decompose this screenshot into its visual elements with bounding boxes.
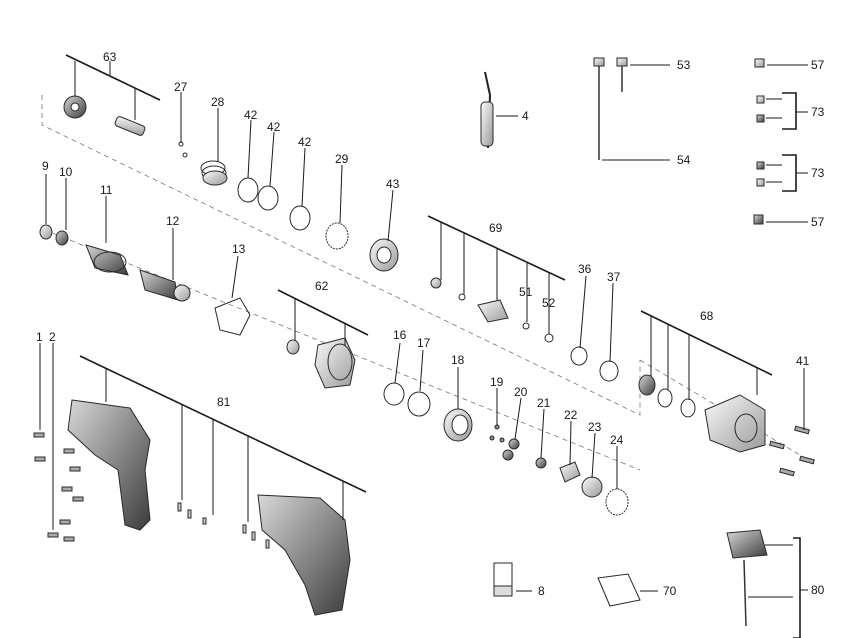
bracket-80 bbox=[748, 537, 808, 638]
part-4-cable bbox=[480, 71, 494, 149]
part-9-10-bearings bbox=[39, 224, 69, 246]
label-51: 51 bbox=[519, 285, 533, 299]
bracket-68 bbox=[640, 310, 773, 400]
part-70-label bbox=[597, 573, 641, 607]
bracket-73a bbox=[766, 92, 808, 130]
part-11-stator bbox=[85, 244, 129, 276]
label-42: 42 bbox=[267, 120, 281, 134]
part-number-labels: 63 27 28 42 42 42 29 43 9 10 11 12 13 69… bbox=[36, 50, 825, 598]
label-54: 54 bbox=[677, 153, 691, 167]
label-20: 20 bbox=[514, 385, 528, 399]
label-57: 57 bbox=[811, 215, 825, 229]
part-81-housing-halves bbox=[67, 399, 351, 616]
label-70: 70 bbox=[663, 584, 677, 598]
label-13: 13 bbox=[232, 242, 246, 256]
part-18-ring-gear bbox=[443, 408, 473, 442]
bracket-62 bbox=[277, 289, 369, 345]
label-1: 1 bbox=[36, 330, 43, 344]
part-80-switch bbox=[726, 529, 768, 627]
part-27-ball bbox=[178, 141, 188, 158]
part-57-73-terminals bbox=[753, 58, 765, 225]
part-8-sleeve bbox=[493, 562, 513, 597]
part-43-cam bbox=[369, 238, 399, 272]
part-68-front-housing bbox=[638, 374, 766, 453]
label-11: 11 bbox=[100, 183, 113, 197]
label-36: 36 bbox=[578, 262, 592, 276]
label-52: 52 bbox=[542, 296, 556, 310]
label-73: 73 bbox=[811, 105, 825, 119]
label-23: 23 bbox=[588, 420, 602, 434]
part-69-clutch-parts bbox=[430, 277, 554, 343]
label-2: 2 bbox=[49, 330, 56, 344]
label-28: 28 bbox=[211, 95, 225, 109]
label-24: 24 bbox=[610, 433, 624, 447]
label-69: 69 bbox=[489, 221, 503, 235]
label-63: 63 bbox=[103, 50, 117, 64]
label-42: 42 bbox=[244, 108, 258, 122]
part-53-54-brushes bbox=[593, 57, 628, 160]
label-73: 73 bbox=[811, 166, 825, 180]
label-19: 19 bbox=[490, 375, 504, 389]
label-21: 21 bbox=[537, 396, 551, 410]
part-19-24-small-parts bbox=[489, 424, 629, 516]
part-16-17-rings bbox=[383, 382, 431, 417]
bracket-81 bbox=[79, 355, 367, 522]
label-9: 9 bbox=[42, 159, 49, 173]
part-42-washers bbox=[237, 177, 311, 231]
bracket-63 bbox=[65, 54, 161, 120]
label-37: 37 bbox=[607, 270, 621, 284]
bracket-69 bbox=[427, 215, 566, 334]
label-68: 68 bbox=[700, 309, 714, 323]
part-36-37-washers bbox=[570, 346, 619, 382]
label-41: 41 bbox=[796, 354, 810, 368]
part-29-bearing bbox=[325, 222, 349, 250]
leader-lines bbox=[39, 64, 808, 592]
label-57: 57 bbox=[811, 58, 825, 72]
label-42: 42 bbox=[298, 135, 312, 149]
label-62: 62 bbox=[315, 279, 329, 293]
label-53: 53 bbox=[677, 58, 691, 72]
label-27: 27 bbox=[174, 80, 188, 94]
label-10: 10 bbox=[59, 165, 73, 179]
part-63-fan bbox=[63, 95, 146, 136]
label-43: 43 bbox=[386, 177, 400, 191]
label-17: 17 bbox=[417, 336, 431, 350]
label-8: 8 bbox=[538, 584, 545, 598]
label-80: 80 bbox=[811, 583, 825, 597]
part-13-baffle bbox=[214, 297, 251, 336]
label-16: 16 bbox=[393, 328, 407, 342]
part-28-spring bbox=[200, 160, 228, 186]
part-62-gear-housing bbox=[286, 337, 356, 389]
label-81: 81 bbox=[217, 395, 231, 409]
part-41-screws bbox=[769, 425, 815, 477]
part-12-armature bbox=[139, 269, 191, 302]
bracket-73b bbox=[766, 154, 808, 192]
label-29: 29 bbox=[335, 152, 349, 166]
label-18: 18 bbox=[451, 353, 465, 367]
label-12: 12 bbox=[166, 214, 180, 228]
label-4: 4 bbox=[522, 109, 529, 123]
label-22: 22 bbox=[564, 408, 578, 422]
part-1-2-screws bbox=[33, 432, 84, 542]
